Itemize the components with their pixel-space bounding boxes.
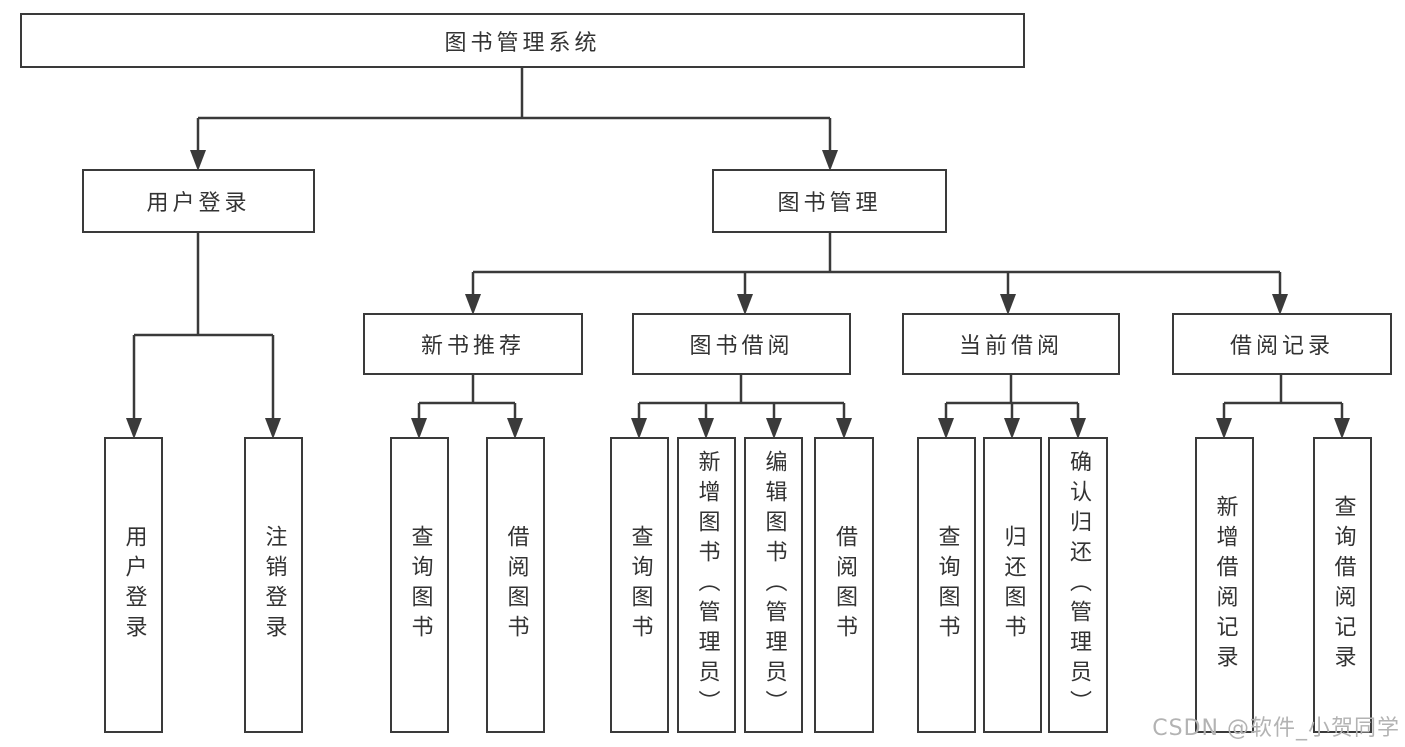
leaf-return-book: 归还图书 <box>983 437 1042 733</box>
leaf-add-borrow-record-label: 新增借阅记录 <box>1212 495 1238 675</box>
leaf-query-book-borrow-label: 查询图书 <box>627 525 653 645</box>
node-root: 图书管理系统 <box>20 13 1025 68</box>
leaf-edit-book-admin-label: 编辑图书（管理员） <box>761 450 787 720</box>
leaf-user-login-label: 用户登录 <box>121 525 147 645</box>
leaf-query-borrow-record: 查询借阅记录 <box>1313 437 1372 733</box>
node-book-borrow: 图书借阅 <box>632 313 851 375</box>
node-borrow-record: 借阅记录 <box>1172 313 1392 375</box>
leaf-confirm-return-admin-label: 确认归还（管理员） <box>1066 450 1091 720</box>
leaf-borrow-book-recommend: 借阅图书 <box>486 437 545 733</box>
leaf-query-book-current-label: 查询图书 <box>934 525 960 645</box>
leaf-confirm-return-admin: 确认归还（管理员） <box>1048 437 1108 733</box>
leaf-query-book-borrow: 查询图书 <box>610 437 669 733</box>
leaf-logout-login-label: 注销登录 <box>261 525 287 645</box>
node-new-book-recommend: 新书推荐 <box>363 313 583 375</box>
leaf-return-book-label: 归还图书 <box>1000 525 1026 645</box>
leaf-add-borrow-record: 新增借阅记录 <box>1195 437 1254 733</box>
leaf-user-login: 用户登录 <box>104 437 163 733</box>
leaf-query-borrow-record-label: 查询借阅记录 <box>1330 495 1356 675</box>
leaf-borrow-book-borrow: 借阅图书 <box>814 437 874 733</box>
leaf-query-book-recommend-label: 查询图书 <box>407 525 433 645</box>
leaf-borrow-book-borrow-label: 借阅图书 <box>832 525 857 645</box>
leaf-edit-book-admin: 编辑图书（管理员） <box>744 437 803 733</box>
node-user-login: 用户登录 <box>82 169 315 233</box>
leaf-borrow-book-recommend-label: 借阅图书 <box>503 525 529 645</box>
leaf-query-book-recommend: 查询图书 <box>390 437 449 733</box>
leaf-add-book-admin-label: 新增图书（管理员） <box>694 450 720 720</box>
leaf-query-book-current: 查询图书 <box>917 437 976 733</box>
csdn-watermark: CSDN @软件_小贺同学 <box>1152 716 1400 741</box>
leaf-logout-login: 注销登录 <box>244 437 303 733</box>
node-current-borrow: 当前借阅 <box>902 313 1120 375</box>
leaf-add-book-admin: 新增图书（管理员） <box>677 437 736 733</box>
node-book-management: 图书管理 <box>712 169 947 233</box>
